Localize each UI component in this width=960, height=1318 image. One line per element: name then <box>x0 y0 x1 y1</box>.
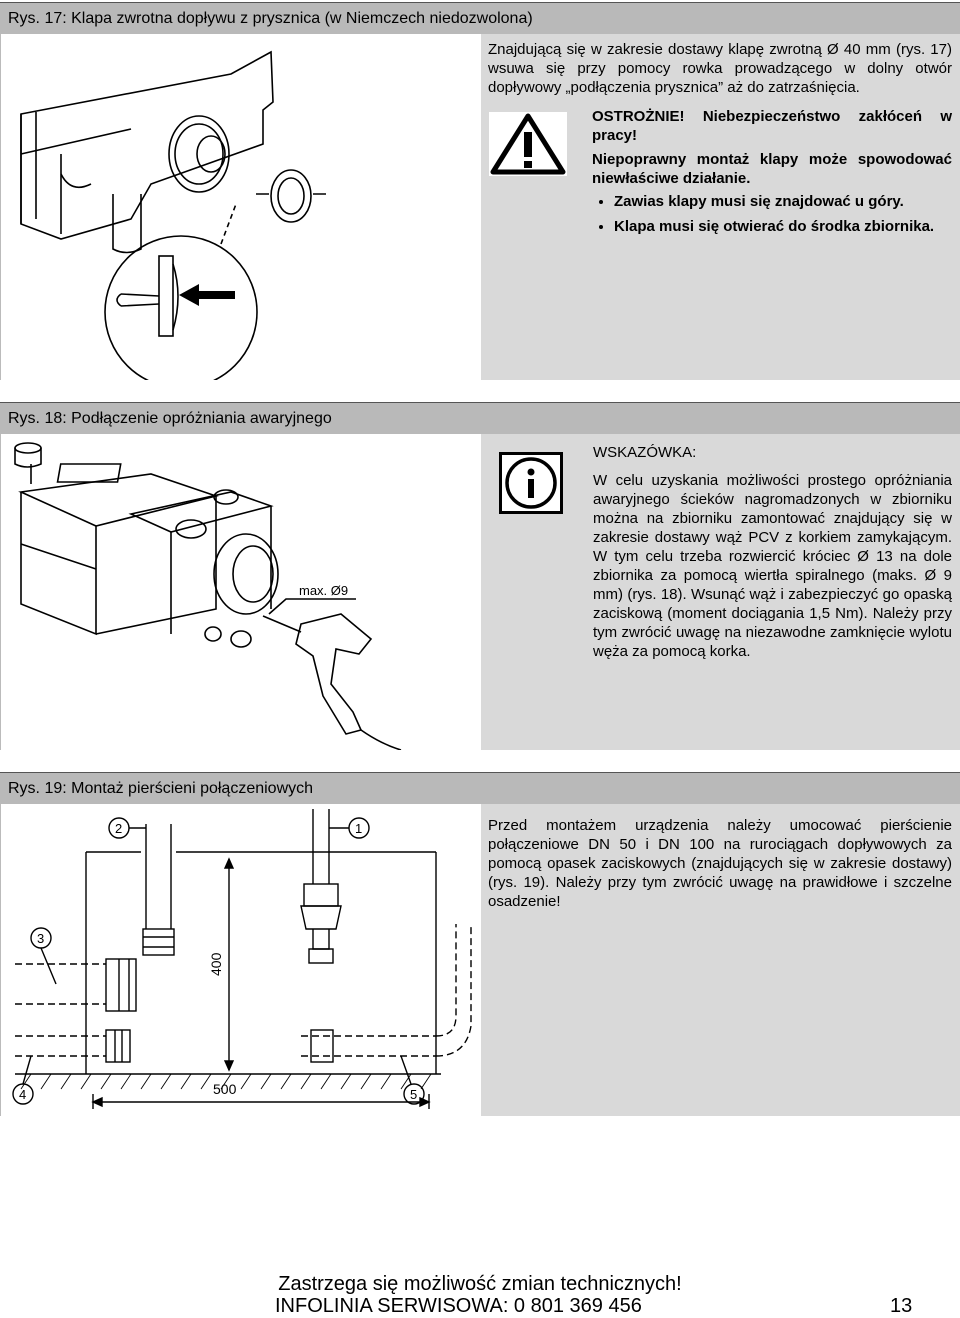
page-number: 13 <box>890 1295 913 1317</box>
callout-5: 5 <box>410 1087 417 1102</box>
section-header-fig19: Rys. 19: Montaż pierścieni połączeniowyc… <box>0 772 960 806</box>
dimension-400: 400 <box>208 952 224 976</box>
footer-hotline: INFOLINIA SERWISOWA: 0 801 369 456 <box>275 1295 642 1317</box>
emergency-drain-drawing: max. Ø9 <box>14 442 402 751</box>
section2-text-panel: WSKAZÓWKA: W celu uzyskania możliwości p… <box>481 434 960 750</box>
figure-18-emergency-drain: max. Ø9 <box>0 434 481 751</box>
drill-size-label: max. Ø9 <box>299 583 348 598</box>
dimension-500: 500 <box>213 1081 237 1097</box>
note-label: WSKAZÓWKA: <box>593 444 697 461</box>
warning-consequence: Niepoprawny montaż klapy może spowodować… <box>592 151 952 187</box>
info-icon <box>499 452 563 519</box>
warning-bullet-opening: Klapa musi się otwierać do środka zbiorn… <box>614 217 952 236</box>
footer-disclaimer: Zastrzega się możliwość zmian techniczny… <box>278 1273 682 1295</box>
warning-triangle-icon <box>489 112 567 181</box>
section-header-fig17: Rys. 17: Klapa zwrotna dopływu z pryszni… <box>0 2 960 36</box>
callout-4: 4 <box>19 1087 26 1102</box>
section3-text-panel: Przed montażem urządzenia należy umocowa… <box>481 804 960 1116</box>
note-block: WSKAZÓWKA: W celu uzyskania możliwości p… <box>593 443 952 661</box>
figure-19-connection-rings: 2 1 3 4 5 400 500 <box>0 804 481 1116</box>
warning-bullet-hinge: Zawias klapy musi się znajdować u góry. <box>614 192 952 211</box>
warning-block: OSTROŻNIE! Niebezpieczeństwo zakłóceń w … <box>592 107 952 242</box>
section1-text-panel: Znajdującą się w zakresie dostawy klapę … <box>481 34 960 380</box>
warning-title: Niebezpieczeństwo zakłóceń w pracy! <box>592 108 952 144</box>
warning-list: Zawias klapy musi się znajdować u góry. … <box>592 192 952 236</box>
warning-caution: OSTROŻNIE! <box>592 108 685 125</box>
section1-intro: Znajdującą się w zakresie dostawy klapę … <box>488 41 952 96</box>
callout-3: 3 <box>37 931 44 946</box>
section3-text: Przed montażem urządzenia należy umocowa… <box>488 817 952 910</box>
figure-17-check-valve <box>0 34 481 389</box>
callout-1: 1 <box>355 821 362 836</box>
callout-2: 2 <box>115 821 122 836</box>
connection-rings-drawing: 2 1 3 4 5 400 500 <box>12 809 472 1109</box>
note-text: W celu uzyskania możliwości prostego opr… <box>593 472 952 660</box>
check-valve-drawing <box>20 50 326 389</box>
section-header-fig18: Rys. 18: Podłączenie opróżniania awaryjn… <box>0 402 960 436</box>
